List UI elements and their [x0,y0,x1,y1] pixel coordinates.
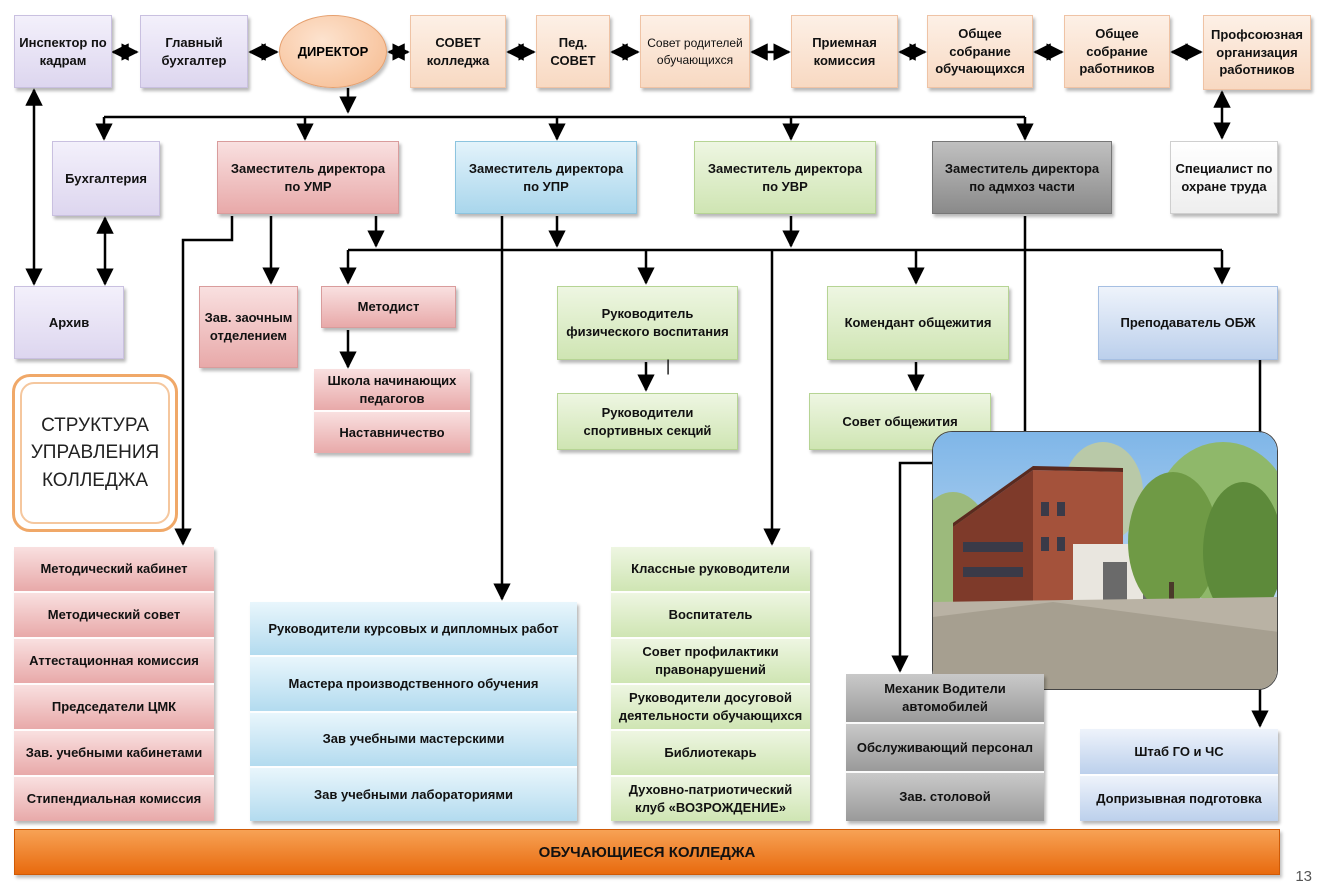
archive-box: Архив [14,286,124,359]
admhoz-list: Механик Водители автомобилей Обслуживающ… [846,674,1044,822]
deputy-uvr-box: Заместитель директора по УВР [694,141,876,214]
list-item: Методический кабинет [14,547,214,593]
list-item: Аттестационная комиссия [14,639,214,685]
college-council-box: СОВЕТ колледжа [410,15,506,88]
deputy-admhoz-box: Заместитель директора по адмхоз части [932,141,1112,214]
chief-accountant-box: Главный бухгалтер [140,15,248,88]
methodist-substack: Школа начинающих педагогов Наставничеств… [314,369,470,453]
accounting-box: Бухгалтерия [52,141,160,216]
list-item: Мастера производственного обучения [250,657,577,713]
list-item: Воспитатель [611,593,810,639]
college-building-photo [932,431,1278,690]
list-item: Классные руководители [611,547,810,593]
diagram-title-frame: СТРУКТУРА УПРАВЛЕНИЯ КОЛЛЕДЖА [12,374,178,532]
list-item: Зав учебными мастерскими [250,712,577,768]
admission-box: Приемная комиссия [791,15,898,88]
page-number: 13 [1295,868,1312,885]
list-item: Духовно-патриотический клуб «ВОЗРОЖДЕНИЕ… [611,777,810,821]
young-teachers-school: Школа начинающих педагогов [314,369,470,412]
list-item: Зав. столовой [846,773,1044,822]
inspector-box: Инспектор по кадрам [14,15,112,88]
commandant-box: Комендант общежития [827,286,1009,360]
deputy-umr-box: Заместитель директора по УМР [217,141,399,214]
correspondence-head-box: Зав. заочным отделением [199,286,298,368]
upr-list: Руководители курсовых и дипломных работ … [250,602,577,821]
students-bar: ОБУЧАЮЩИЕСЯ КОЛЛЕДЖА [14,829,1280,875]
students-meeting-box: Общее собрание обучающихся [927,15,1033,88]
list-item: Зав учебными лабораториями [250,767,577,821]
list-item: Председатели ЦМК [14,685,214,731]
umr-list: Методический кабинет Методический совет … [14,547,214,821]
list-item: Совет профилактики правонарушений [611,639,810,685]
uvr-list: Классные руководители Воспитатель Совет … [611,547,810,821]
sports-heads-box: Руководители спортивных секций [557,393,738,450]
director-oval: ДИРЕКТОР [279,15,387,88]
obzh-list: Штаб ГО и ЧС Допризывная подготовка [1080,729,1278,821]
list-item: Библиотекарь [611,731,810,777]
list-item: Зав. учебными кабинетами [14,731,214,777]
methodist-box: Методист [321,286,456,328]
list-item: Допризывная подготовка [1080,776,1278,821]
mentoring: Наставничество [314,412,470,453]
diagram-title: СТРУКТУРА УПРАВЛЕНИЯ КОЛЛЕДЖА [20,382,170,524]
labor-safety-box: Специалист по охране труда [1170,141,1278,214]
list-item: Обслуживающий персонал [846,723,1044,774]
union-box: Профсоюзная организация работников [1203,15,1311,90]
list-item: Руководители досуговой деятельности обуч… [611,685,810,731]
parents-council-box: Совет родителей обучающихся [640,15,750,88]
list-item: Стипендиальная комиссия [14,777,214,821]
list-item: Механик Водители автомобилей [846,674,1044,724]
workers-meeting-box: Общее собрание работников [1064,15,1170,88]
list-item: Методический совет [14,593,214,639]
list-item: Штаб ГО и ЧС [1080,729,1278,776]
deputy-upr-box: Заместитель директора по УПР [455,141,637,214]
phys-ed-marker: | [666,358,671,375]
list-item: Руководители курсовых и дипломных работ [250,602,577,658]
phys-ed-head-box: Руководитель физического воспитания [557,286,738,360]
ped-council-box: Пед. СОВЕТ [536,15,610,88]
obzh-teacher-box: Преподаватель ОБЖ [1098,286,1278,360]
